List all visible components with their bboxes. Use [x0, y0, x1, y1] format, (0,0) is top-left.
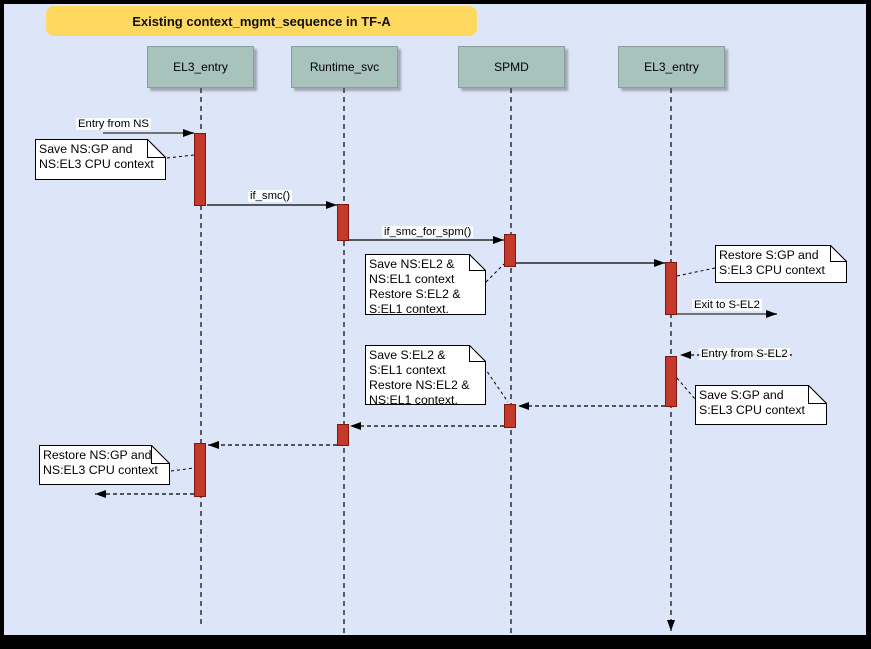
note-text: Save NS:EL2 & NS:EL1 context Restore S:E… — [369, 257, 461, 316]
participant-spmd: SPMD — [458, 46, 565, 88]
note-text: Save S:GP and S:EL3 CPU context — [699, 388, 805, 417]
note-connector-6 — [170, 467, 195, 472]
note-restore-ns-gp: Restore NS:GP and NS:EL3 CPU context — [39, 445, 170, 485]
activation-spmd-2 — [504, 404, 516, 428]
note-shape — [715, 245, 847, 283]
note-shape — [35, 139, 166, 180]
note-text: Restore NS:GP and NS:EL3 CPU context — [43, 448, 158, 477]
participant-label: EL3_entry — [644, 60, 699, 74]
note-shape — [39, 445, 170, 485]
note-text: Save NS:GP and NS:EL3 CPU context — [39, 142, 154, 171]
participant-label: EL3_entry — [173, 60, 228, 74]
note-shape — [365, 254, 486, 315]
participant-label: SPMD — [494, 60, 529, 74]
note-save-s-el2: Save S:EL2 & S:EL1 context Restore NS:EL… — [365, 345, 486, 407]
message-label-if-smc-for-spm: if_smc_for_spm() — [382, 226, 474, 238]
note-connector-3 — [676, 267, 716, 277]
activation-el3b-1 — [665, 262, 677, 315]
message-label-exit-to-sel2: Exit to S-EL2 — [692, 299, 762, 311]
activation-el3b-2 — [665, 356, 677, 407]
note-shape — [365, 345, 486, 405]
participant-el3-entry-1: EL3_entry — [147, 46, 254, 88]
note-connector-4 — [676, 377, 696, 400]
message-label-entry-from-ns: Entry from NS — [76, 118, 151, 130]
note-connector-5 — [483, 366, 509, 403]
activation-runtime-2 — [337, 424, 349, 446]
note-text: Save S:EL2 & S:EL1 context Restore NS:EL… — [369, 348, 470, 407]
activation-runtime-1 — [337, 204, 349, 241]
note-save-s-gp: Save S:GP and S:EL3 CPU context — [695, 385, 827, 425]
sequence-diagram: Existing context_mgmt_sequence in TF-A E… — [4, 4, 866, 635]
activation-el3-1b — [194, 443, 206, 497]
note-shape — [695, 385, 827, 425]
activation-spmd-1 — [504, 234, 516, 267]
note-save-ns-el2: Save NS:EL2 & NS:EL1 context Restore S:E… — [365, 254, 486, 316]
note-restore-s-gp: Restore S:GP and S:EL3 CPU context — [715, 245, 847, 283]
participant-runtime-svc: Runtime_svc — [291, 46, 398, 88]
note-connector-2 — [485, 263, 505, 283]
message-label-if-smc: if_smc() — [248, 190, 293, 202]
diagram-lines-layer — [95, 88, 792, 635]
activation-el3-1a — [194, 133, 206, 206]
note-text: Restore S:GP and S:EL3 CPU context — [719, 248, 825, 277]
participant-el3-entry-2: EL3_entry — [618, 46, 725, 88]
note-connector-1 — [166, 154, 195, 159]
note-save-ns-gp: Save NS:GP and NS:EL3 CPU context — [35, 139, 166, 180]
message-label-entry-from-sel2: Entry from S-EL2 — [699, 348, 790, 360]
diagram-title: Existing context_mgmt_sequence in TF-A — [46, 6, 477, 36]
participant-label: Runtime_svc — [309, 60, 380, 74]
